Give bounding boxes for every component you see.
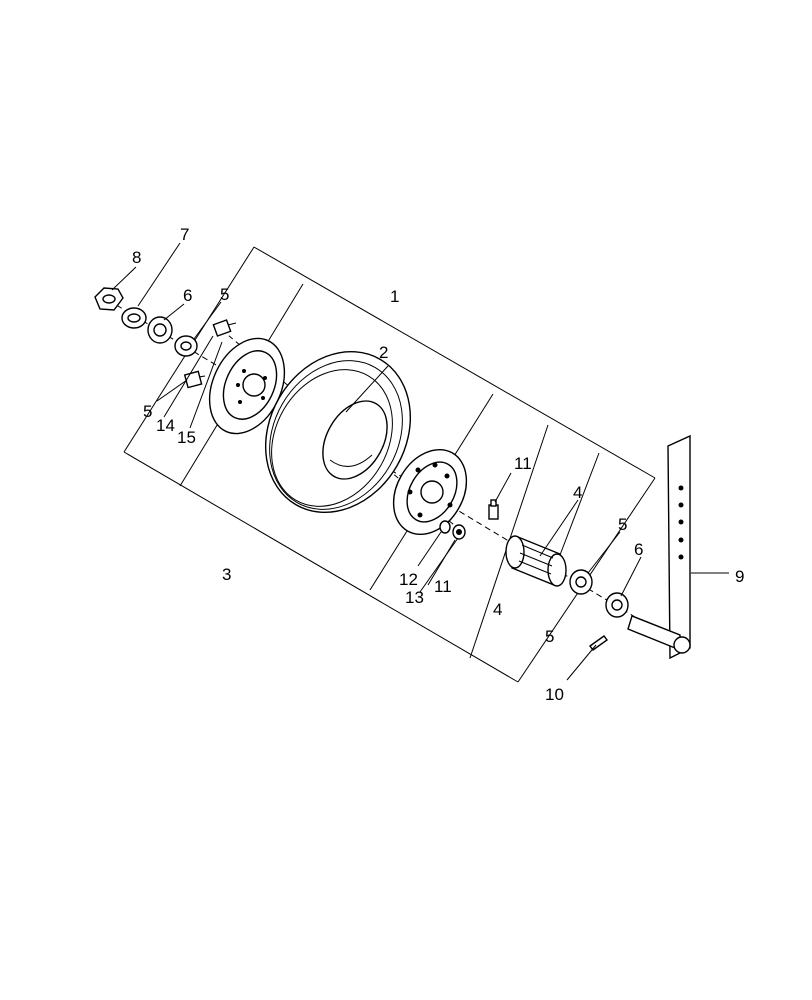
callout-6-right: 6	[634, 540, 643, 559]
callout-6-left: 6	[183, 286, 192, 305]
pin-part-10	[589, 635, 608, 651]
callout-4-lower: 4	[493, 600, 502, 619]
bolt-part-14	[183, 370, 206, 389]
callout-5-right-upper: 5	[618, 515, 627, 534]
grease-fitting-part-11	[488, 499, 499, 520]
callout-5-left: 5	[143, 402, 152, 421]
leader-lines	[111, 242, 729, 681]
bolt-part-15	[212, 319, 237, 337]
lock-washer-part-7	[121, 307, 147, 329]
washer-part-6-left	[147, 316, 173, 344]
axle-arm-part-9	[627, 434, 691, 660]
wheel-hub-left	[208, 337, 286, 435]
nut-part-8	[94, 287, 124, 311]
callout-5-right-lower: 5	[545, 627, 554, 646]
callout-5-top: 5	[220, 285, 229, 304]
callout-7: 7	[180, 225, 189, 244]
callout-14: 14	[156, 416, 175, 435]
washer-part-5-right	[569, 569, 593, 595]
wheel-rim-right	[392, 448, 468, 536]
spacer-tube-part-4	[505, 535, 567, 587]
callout-8: 8	[132, 248, 141, 267]
callout-9: 9	[735, 567, 744, 586]
washer-part-6-right	[605, 592, 629, 618]
washer-part-5-left	[174, 335, 198, 357]
callout-11-lower: 11	[434, 577, 452, 596]
callout-13: 13	[405, 588, 424, 607]
small-washer-part-12	[439, 520, 451, 534]
callout-4-upper: 4	[573, 483, 582, 502]
callout-1: 1	[390, 287, 399, 306]
callout-labels: 1 2 3 4 4 5 5 5 5 6 6 7 8 9 10 11 11 12 …	[132, 225, 744, 704]
callout-10: 10	[545, 685, 564, 704]
small-nut-part-11	[452, 524, 466, 540]
tire-part-2	[264, 351, 412, 513]
callout-11-upper: 11	[514, 454, 532, 473]
callout-12: 12	[399, 570, 418, 589]
callout-2: 2	[379, 343, 388, 362]
callout-15: 15	[177, 428, 196, 447]
callout-3: 3	[222, 565, 231, 584]
